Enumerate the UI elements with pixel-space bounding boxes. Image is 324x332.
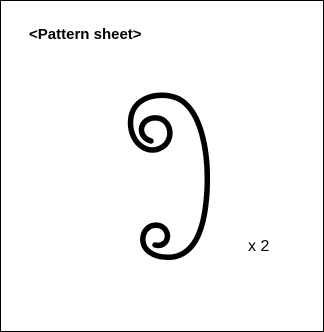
scroll-curl-path	[127, 92, 211, 260]
pattern-sheet-title: <Pattern sheet>	[29, 26, 142, 43]
quantity-label: x 2	[248, 238, 270, 255]
